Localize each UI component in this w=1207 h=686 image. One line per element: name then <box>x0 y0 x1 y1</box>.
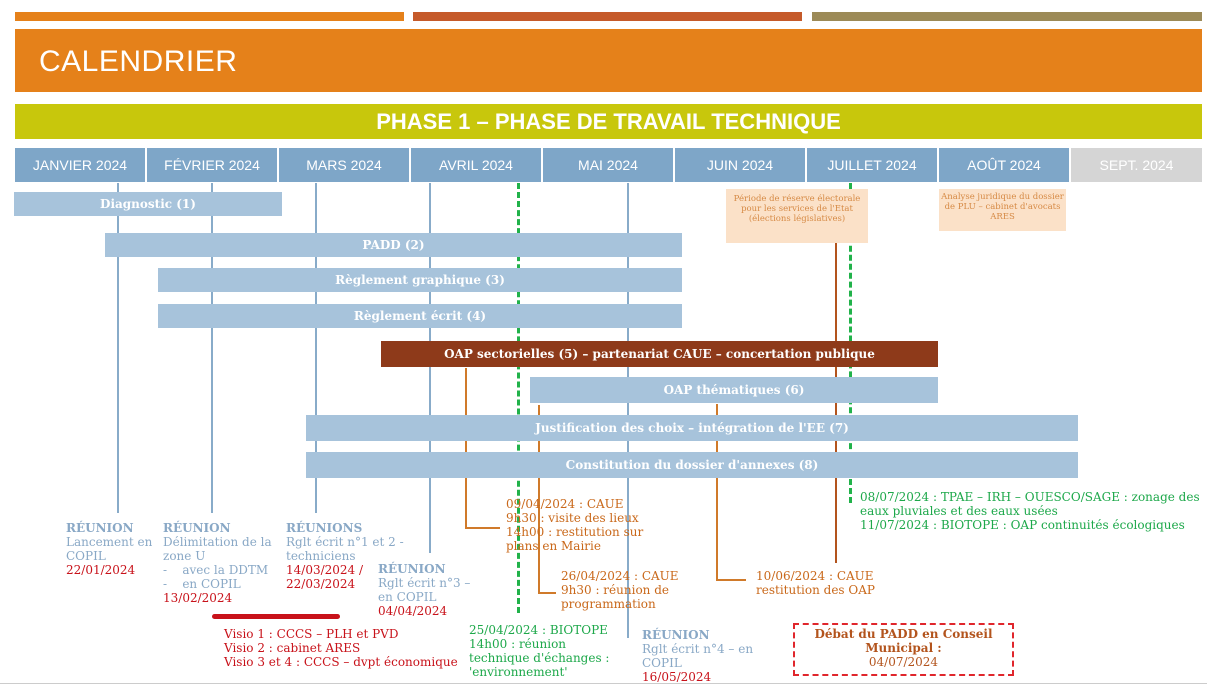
event-line: restitution des OAP <box>756 583 875 597</box>
event-title: RÉUNIONS <box>286 521 363 535</box>
event-body: Délimitation de la zone U <box>163 535 272 563</box>
note-analyse-juridique: Analyse juridique du dossier de PLU – ca… <box>939 189 1066 231</box>
note-reserve-electorale: Période de réserve électorale pour les s… <box>726 189 868 243</box>
month-avril: AVRIL 2024 <box>411 148 541 182</box>
event-line: 14h00 : réunion technique d'échanges : '… <box>469 637 610 679</box>
dashed-line-biotope <box>517 183 520 613</box>
bar-diagnostic: Diagnostic (1) <box>14 192 282 216</box>
event-date: 14/03/2024 / <box>286 563 364 577</box>
month-mars: MARS 2024 <box>279 148 409 182</box>
milestone-line-debat <box>835 243 837 563</box>
event-line: 25/04/2024 : BIOTOPE <box>469 623 608 637</box>
debat-date: 04/07/2024 <box>868 655 939 669</box>
top-strip-1 <box>15 12 404 21</box>
event-body: - en COPIL <box>163 577 241 591</box>
month-juillet: JUILLET 2024 <box>807 148 937 182</box>
event-body: Rglt écrit n°1 et 2 - techniciens <box>286 535 404 563</box>
calendar-header: CALENDRIER <box>15 29 1202 92</box>
event-lancement: RÉUNION Lancement en COPIL 22/01/2024 <box>66 521 158 577</box>
milestone-line-caue-10-06 <box>716 404 718 580</box>
milestone-line-13-02 <box>211 183 213 513</box>
month-juin: JUIN 2024 <box>675 148 805 182</box>
event-title: RÉUNION <box>378 562 446 576</box>
event-body: - avec la DDTM <box>163 563 269 577</box>
event-juillet: 08/07/2024 : TPAE – IRH – OUESCO/SAGE : … <box>860 490 1202 532</box>
connector-caue-09-04 <box>465 527 500 529</box>
month-janvier: JANVIER 2024 <box>15 148 145 182</box>
milestone-line-16-05 <box>627 183 629 638</box>
bar-oap-thematiques: OAP thématiques (6) <box>530 377 938 403</box>
event-date: 13/02/2024 <box>163 591 233 605</box>
event-body: Rglt écrit n°3 – en COPIL <box>378 576 471 604</box>
event-rglt-3: RÉUNION Rglt écrit n°3 – en COPIL 04/04/… <box>378 562 478 618</box>
visio-item: Visio 2 : cabinet ARES <box>224 641 361 655</box>
phase-title: PHASE 1 – PHASE DE TRAVAIL TECHNIQUE <box>15 104 1202 139</box>
connector-caue-26-04 <box>538 592 556 594</box>
event-line: 09/04/2024 : CAUE <box>506 497 624 511</box>
bar-annexes: Constitution du dossier d'annexes (8) <box>306 452 1078 478</box>
top-strip-2 <box>413 12 802 21</box>
event-rglt-1-2: RÉUNIONS Rglt écrit n°1 et 2 - technicie… <box>286 521 411 591</box>
event-date: 22/01/2024 <box>66 563 136 577</box>
debat-title: Débat du PADD en Conseil Municipal : <box>814 627 993 655</box>
bar-justification: Justification des choix – intégration de… <box>306 415 1078 441</box>
event-line: 9h30 : visite des lieux <box>506 511 639 525</box>
event-caue-09-04: 09/04/2024 : CAUE 9h30 : visite des lieu… <box>506 497 656 553</box>
event-title: RÉUNION <box>163 521 231 535</box>
milestone-line-04-04 <box>429 183 431 553</box>
event-delimitation: RÉUNION Délimitation de la zone U - avec… <box>163 521 278 605</box>
event-line: 10/06/2024 : CAUE <box>756 569 874 583</box>
connector-caue-10-06 <box>716 579 746 581</box>
milestone-line-14-03 <box>315 183 317 513</box>
event-date: 04/04/2024 <box>378 604 448 618</box>
event-line: 9h30 : réunion de programmation <box>561 583 669 611</box>
milestone-line-22-01 <box>117 183 119 513</box>
event-title: RÉUNION <box>642 628 710 642</box>
month-sept: SEPT. 2024 <box>1071 148 1202 182</box>
month-fevrier: FÉVRIER 2024 <box>147 148 277 182</box>
visio-marker <box>212 614 340 619</box>
month-mai: MAI 2024 <box>543 148 673 182</box>
event-title: RÉUNION <box>66 521 134 535</box>
event-line: 08/07/2024 : TPAE – IRH – OUESCO/SAGE : … <box>860 490 1200 518</box>
visio-item: Visio 3 et 4 : CCCS – dvpt économique <box>224 655 458 669</box>
event-rglt-4: RÉUNION Rglt écrit n°4 – en COPIL 16/05/… <box>642 628 792 684</box>
page-title: CALENDRIER <box>39 45 238 78</box>
event-date: 16/05/2024 <box>642 670 712 684</box>
debat-padd-box: Débat du PADD en Conseil Municipal : 04/… <box>793 623 1014 676</box>
bar-padd: PADD (2) <box>105 233 682 257</box>
event-biotope-25-04: 25/04/2024 : BIOTOPE 14h00 : réunion tec… <box>469 623 619 679</box>
event-caue-26-04: 26/04/2024 : CAUE 9h30 : réunion de prog… <box>561 569 681 611</box>
month-aout: AOÛT 2024 <box>939 148 1069 182</box>
event-line: 26/04/2024 : CAUE <box>561 569 679 583</box>
event-caue-10-06: 10/06/2024 : CAUE restitution des OAP <box>756 569 896 597</box>
visio-list: Visio 1 : CCCS – PLH et PVD Visio 2 : ca… <box>224 627 464 669</box>
event-body: Lancement en COPIL <box>66 535 153 563</box>
top-strip-3 <box>812 12 1202 21</box>
bar-oap-sectorielles: OAP sectorielles (5) – partenariat CAUE … <box>381 341 938 367</box>
visio-item: Visio 1 : CCCS – PLH et PVD <box>224 627 399 641</box>
bottom-rule <box>0 683 1207 684</box>
bar-reglement-ecrit: Règlement écrit (4) <box>158 304 682 328</box>
milestone-line-caue-26-04 <box>538 405 540 593</box>
milestone-line-caue-09-04 <box>465 368 467 528</box>
event-date: 22/03/2024 <box>286 577 356 591</box>
event-line: 11/07/2024 : BIOTOPE : OAP continuités é… <box>860 518 1185 532</box>
event-line: 14h00 : restitution sur plans en Mairie <box>506 525 644 553</box>
event-body: Rglt écrit n°4 – en COPIL <box>642 642 754 670</box>
bar-reglement-graphique: Règlement graphique (3) <box>158 268 682 292</box>
